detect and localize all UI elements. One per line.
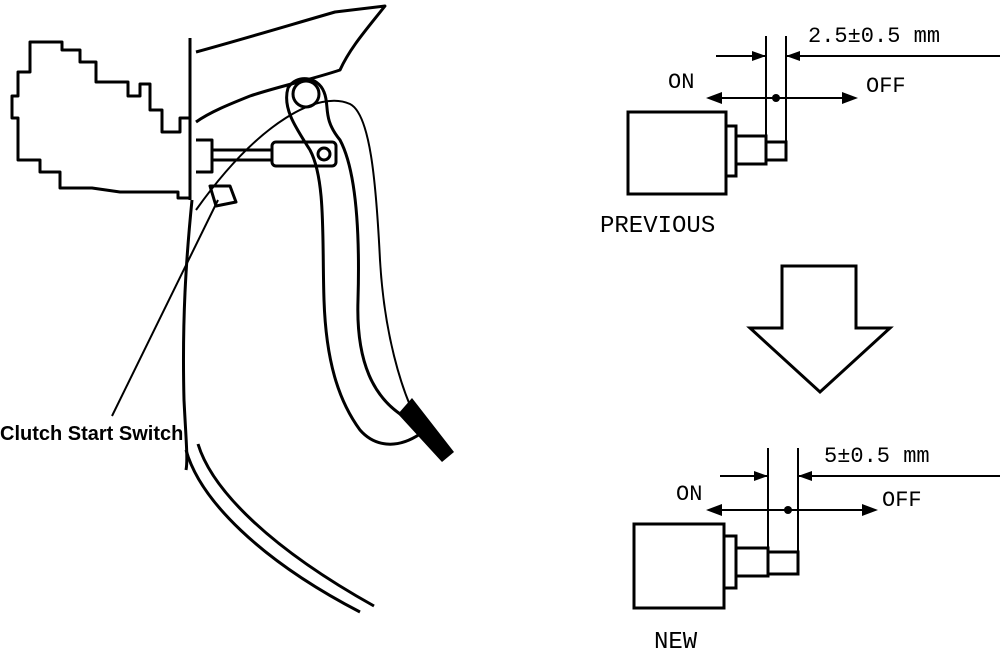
switch-previous-on-label: ON <box>668 70 694 95</box>
switch-new-tip <box>766 550 800 576</box>
floor-line-2 <box>196 443 375 608</box>
switch-previous-arrowheads <box>706 51 858 104</box>
clevis <box>270 140 338 168</box>
clutch-start-switch-label: Clutch Start Switch <box>0 423 183 445</box>
pedal-pad <box>398 398 454 462</box>
switch-new-caption: NEW <box>654 629 698 654</box>
switch-previous <box>626 36 1000 196</box>
upper-bracket <box>195 4 387 124</box>
switch-previous-tip <box>764 140 788 162</box>
switch-previous-dimension: 2.5±0.5 mm <box>808 24 940 49</box>
switch-new-collar <box>724 534 738 590</box>
switch-new-off-label: OFF <box>882 488 922 513</box>
floor-line-1 <box>184 449 361 614</box>
switch-previous-plunger <box>734 134 768 166</box>
support-curve <box>181 199 194 471</box>
switch-previous-body <box>626 110 728 196</box>
switch-new-dimension: 5±0.5 mm <box>824 444 930 469</box>
switch-previous-caption: PREVIOUS <box>600 213 715 240</box>
clevis-pin <box>316 146 332 162</box>
return-spring <box>195 99 421 427</box>
pedal-assembly <box>10 4 454 614</box>
pedal-lever <box>285 77 422 446</box>
down-arrow-icon <box>746 264 894 395</box>
master-cylinder <box>10 40 192 200</box>
push-rod-shaft <box>212 148 272 162</box>
switch-new-plunger <box>734 546 770 578</box>
switch-new-arrowheads <box>706 471 878 516</box>
switch-body <box>208 184 238 208</box>
push-rod <box>196 138 214 174</box>
callout-leader <box>111 199 219 417</box>
switch-new <box>632 448 1000 610</box>
switch-previous-off-label: OFF <box>866 74 906 99</box>
switch-new-body <box>632 522 726 610</box>
switch-new-on-label: ON <box>676 482 702 507</box>
